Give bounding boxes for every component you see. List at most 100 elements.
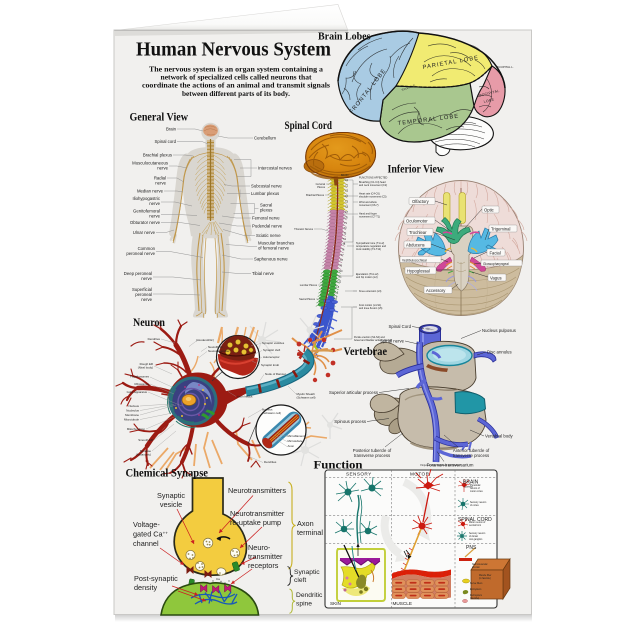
svg-text:BRAIN: BRAIN (463, 480, 479, 486)
svg-text:nerve: nerve (149, 201, 160, 206)
svg-text:Thoracic Nerves: Thoracic Nerves (294, 227, 314, 231)
svg-text:Pudendal nerve: Pudendal nerve (252, 223, 283, 228)
svg-text:T1: T1 (344, 222, 347, 225)
svg-text:Sciatic nerve: Sciatic nerve (256, 233, 281, 238)
svg-text:Vagus: Vagus (490, 276, 502, 281)
svg-text:Synaptic cleft: Synaptic cleft (263, 348, 280, 352)
svg-text:Heart rate (C4-C6): Heart rate (C4-C6) (359, 193, 380, 196)
svg-text:Subcostal nerve: Subcostal nerve (251, 183, 282, 188)
svg-text:BRAIN: BRAIN (341, 174, 349, 177)
svg-text:Superior articular process: Superior articular process (329, 390, 378, 395)
svg-text:Post-synaptic: Post-synaptic (134, 574, 178, 583)
svg-text:Neuro-: Neuro- (248, 543, 271, 552)
svg-text:Pyramidal: Pyramidal (470, 484, 481, 487)
svg-text:(Axoaxonic): (Axoaxonic) (136, 452, 151, 456)
svg-text:Hand and finger: Hand and finger (359, 213, 377, 216)
svg-text:If injured nerve impulses are: If injured nerve impulses are blocked (420, 464, 461, 467)
svg-text:Brain: Brain (166, 127, 177, 132)
svg-text:transverse process: transverse process (354, 453, 390, 458)
svg-text:Foramen transversarium: Foramen transversarium (427, 463, 474, 468)
svg-text:Mitochondrion: Mitochondrion (127, 427, 146, 431)
svg-text:Human Nervous System: Human Nervous System (136, 39, 331, 61)
svg-text:Smooth ER: Smooth ER (138, 438, 153, 442)
svg-text:Muscular branches: Muscular branches (258, 240, 294, 245)
svg-text:Motor neuron of: Motor neuron of (469, 521, 486, 524)
svg-text:Neuron: Neuron (133, 317, 166, 329)
svg-text:Musculocutaneous: Musculocutaneous (132, 161, 168, 166)
svg-text:Sympathetic tone (T1-L2): Sympathetic tone (T1-L2) (356, 242, 384, 245)
svg-text:PNS: PNS (466, 545, 477, 551)
svg-text:network of specialized cells c: network of specialized cells called neur… (161, 72, 312, 81)
svg-text:Nucleus: Nucleus (262, 408, 273, 412)
svg-text:MUSCLE: MUSCLE (393, 601, 413, 606)
svg-text:Perimysium: Perimysium (470, 594, 482, 597)
svg-text:Olfactory: Olfactory (412, 199, 430, 204)
svg-text:Foot motion (L4-S1): Foot motion (L4-S1) (359, 304, 381, 307)
svg-text:channel: channel (133, 539, 159, 548)
svg-text:L3: L3 (335, 297, 338, 300)
svg-text:Neurotransmitter: Neurotransmitter (230, 509, 285, 518)
svg-text:Spinal nerve: Spinal nerve (380, 339, 404, 344)
svg-text:Lumbar Plexus: Lumbar Plexus (300, 283, 318, 287)
svg-text:Inferior View: Inferior View (388, 164, 445, 176)
svg-text:C4: C4 (345, 195, 349, 198)
svg-text:Synaptic: Synaptic (157, 491, 185, 500)
svg-text:Microfilament: Microfilament (288, 434, 305, 438)
svg-text:(Axodendritic): (Axodendritic) (196, 338, 214, 342)
svg-text:Nucleus: Nucleus (129, 404, 140, 408)
svg-text:Epimysium: Epimysium (470, 589, 481, 591)
svg-text:receptors: receptors (248, 561, 279, 570)
svg-text:Sensory neuron: Sensory neuron (469, 532, 486, 535)
svg-text:Sacral: Sacral (260, 203, 272, 208)
svg-text:Median nerve: Median nerve (137, 189, 164, 194)
svg-text:T7: T7 (341, 254, 344, 257)
svg-text:OCCIPITAL L.: OCCIPITAL L. (496, 65, 514, 69)
svg-text:SYLVIAN F.: SYLVIAN F. (401, 83, 416, 92)
svg-text:Hypoglossal: Hypoglossal (407, 269, 430, 274)
svg-text:nerve: nerve (141, 276, 152, 281)
svg-text:density: density (134, 583, 157, 592)
svg-text:nerve: nerve (157, 166, 168, 171)
svg-text:T9: T9 (339, 265, 342, 268)
svg-text:Cervical: Cervical (316, 182, 326, 186)
svg-text:Spinous process: Spinous process (334, 419, 366, 424)
svg-text:Synapse: Synapse (140, 449, 152, 453)
svg-text:T11: T11 (338, 275, 343, 278)
svg-text:Golgi apparatus: Golgi apparatus (127, 390, 148, 394)
svg-text:neuron of: neuron of (470, 487, 480, 490)
svg-text:T12: T12 (337, 281, 342, 284)
svg-text:Wrist and elbow: Wrist and elbow (359, 201, 377, 204)
svg-text:C3: C3 (345, 190, 349, 193)
svg-text:junction: junction (471, 566, 481, 569)
svg-text:Ejaculation (T11-L2): Ejaculation (T11-L2) (356, 273, 378, 276)
svg-text:spine: spine (296, 601, 312, 608)
svg-text:(Schwann cell): (Schwann cell) (262, 411, 281, 415)
svg-text:Synaptic knob: Synaptic knob (261, 363, 280, 367)
svg-text:Spinal Cord: Spinal Cord (389, 324, 412, 329)
svg-text:Muscle fiber: Muscle fiber (479, 574, 492, 577)
svg-text:of dorsal: of dorsal (469, 535, 478, 538)
svg-text:C6: C6 (345, 206, 349, 209)
svg-text:Abducens: Abducens (406, 243, 425, 248)
svg-text:Ribosomes: Ribosomes (135, 382, 150, 386)
svg-text:C5: C5 (345, 200, 349, 203)
svg-text:and neck movement (C2): and neck movement (C2) (359, 184, 387, 187)
svg-text:between different parts of its: between different parts of its body. (182, 89, 290, 98)
svg-text:vesicle: vesicle (160, 500, 182, 509)
svg-text:The nervous system is an organ: The nervous system is an organ system co… (149, 64, 323, 73)
svg-text:(cortex): (cortex) (464, 485, 473, 489)
svg-text:(Schwann cell): (Schwann cell) (297, 395, 316, 399)
svg-text:and knee flexion (L5): and knee flexion (L5) (359, 307, 383, 310)
svg-text:T6: T6 (342, 249, 345, 252)
svg-text:S4: S4 (325, 329, 329, 332)
svg-text:Vestibulocochlear: Vestibulocochlear (402, 259, 428, 263)
svg-text:Common: Common (138, 246, 156, 251)
svg-text:Myelin Sheath: Myelin Sheath (297, 392, 316, 396)
svg-text:L1: L1 (336, 286, 339, 289)
svg-text:Trochlear: Trochlear (409, 230, 427, 235)
svg-text:Nerve fibers: Nerve fibers (470, 582, 483, 585)
svg-text:Axon: Axon (288, 444, 295, 448)
svg-text:motor cortex: motor cortex (470, 490, 484, 493)
svg-text:T4: T4 (343, 238, 346, 241)
svg-text:Dendrites: Dendrites (264, 460, 277, 464)
